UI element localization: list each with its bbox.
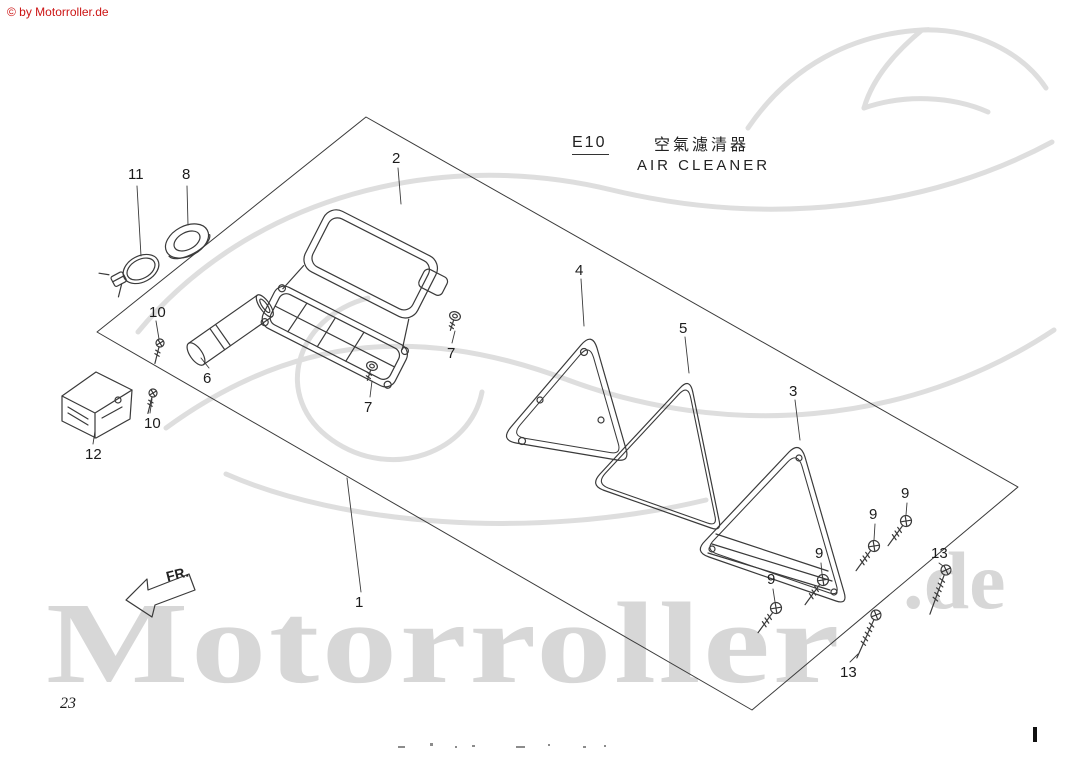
part-2-case [260,209,449,389]
part-12-snorkel [61,371,133,439]
part-10-screw-b [143,387,159,415]
part-callout-1: 1 [355,594,364,611]
part-9-screw-a [883,512,915,550]
copyright-notice: © by Motorroller.de [7,5,109,19]
part-callout-10b: 10 [144,415,161,432]
part-11-clamp [98,253,160,298]
callout-leader-lines [92,167,944,663]
part-3-cover [699,446,846,603]
part-4-element [505,338,628,461]
part-10-screw-a [150,337,166,365]
title-chinese: 空氣濾清器 [654,135,750,154]
part-callout-8: 8 [182,166,191,183]
part-6-tube [186,294,274,366]
watermark-suffix-text: .de [903,535,1006,626]
scan-marks [398,743,606,748]
section-code: E10 [572,134,610,155]
page-edge-mark [1033,727,1037,742]
fr-arrow [125,573,196,618]
part-callout-6: 6 [203,370,212,387]
part-callout-2: 2 [392,150,401,167]
page-number: 23 [60,695,76,712]
watermark-text: Motorroller [46,580,843,708]
part-callout-10a: 10 [149,304,166,321]
part-callout-9a: 9 [901,485,910,502]
part-9-screw-d [753,599,785,637]
part-9-screw-b [851,537,883,575]
part-callout-13b: 13 [840,664,857,681]
part-callout-9b: 9 [869,506,878,523]
bird-curves [135,27,1057,526]
part-callout-13a: 13 [931,545,948,562]
part-8-joint [164,223,211,260]
part-13-screw-a [924,562,954,617]
part-callout-5: 5 [679,320,688,337]
part-7-bolt-a [444,309,463,333]
part-callout-7b: 7 [364,399,373,416]
part-callout-11: 11 [128,166,144,183]
part-callout-3: 3 [789,383,798,400]
part-callout-12: 12 [85,446,102,463]
part-callout-9c: 9 [815,545,824,562]
part-callout-7a: 7 [447,345,456,362]
part-callout-9d: 9 [767,571,776,588]
part-13-screw-b [851,607,884,661]
part-5-gasket [595,382,721,530]
part-callout-4: 4 [575,262,584,279]
panel-boundary [96,116,1019,711]
title-english: AIR CLEANER [637,157,771,174]
